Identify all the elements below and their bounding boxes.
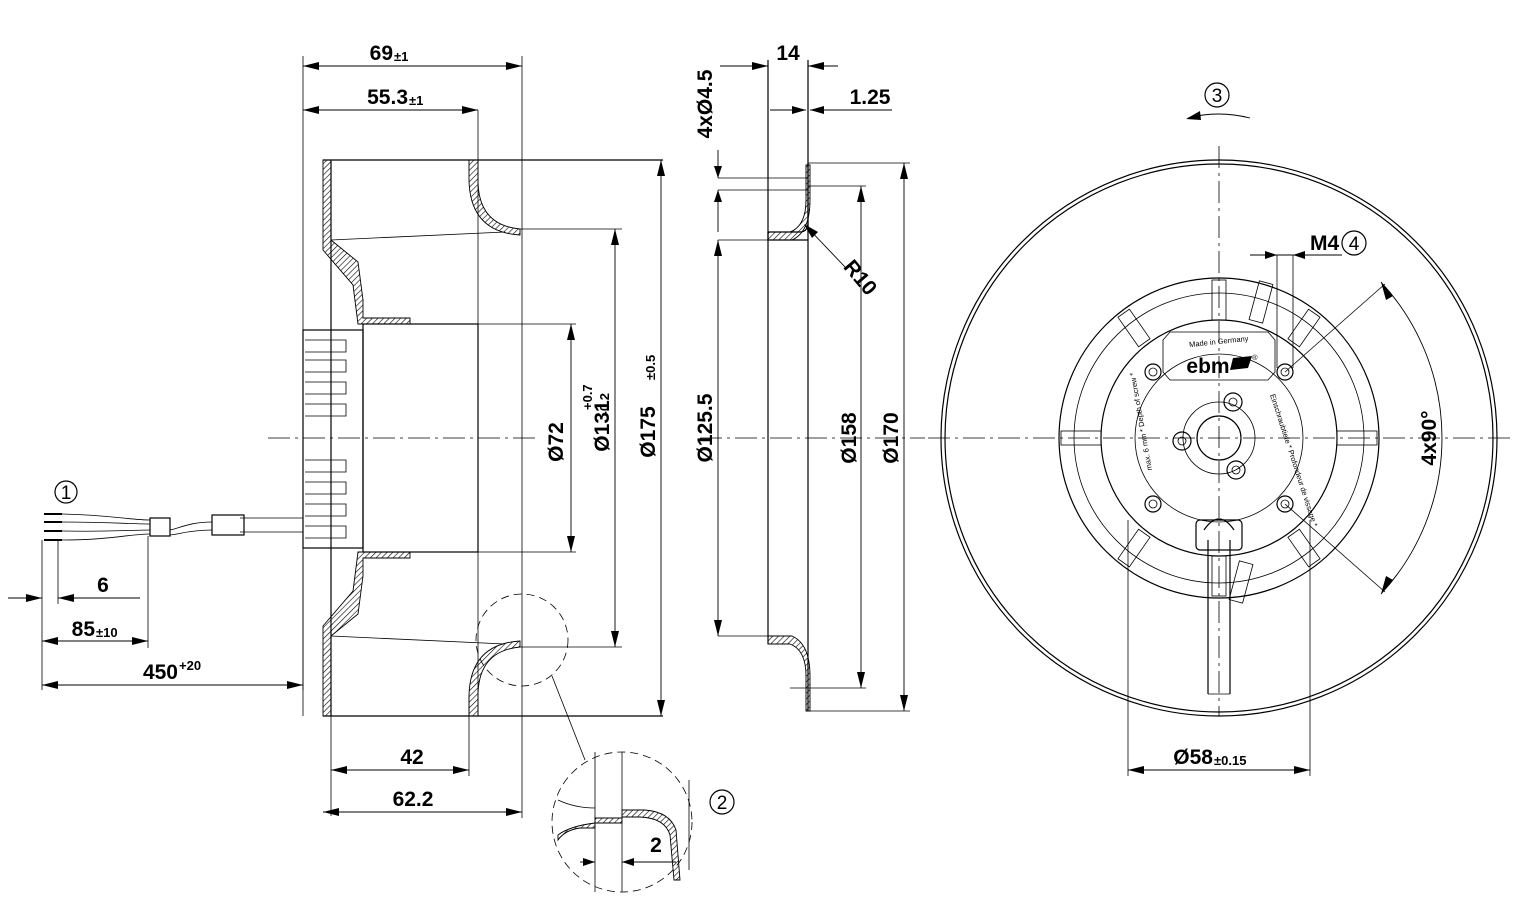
detail-dim-value: 2 (650, 834, 662, 857)
made-in-germany-label: Made in Germany (1189, 334, 1249, 349)
callout-cable (54, 480, 78, 504)
dim-outer-diameter-value: Ø175 (637, 406, 660, 458)
inlet-ring-view: 14 1.25 4xØ4.5 R10 Ø125.5 (694, 42, 925, 712)
dim-170: Ø170 (880, 163, 908, 711)
dim-58-tol: ±0.15 (1214, 753, 1246, 768)
cable (44, 513, 303, 541)
thread-label: M4 (1310, 232, 1339, 255)
outer-ring (940, 159, 1498, 717)
detail-view: 2 2 (551, 751, 735, 893)
dim-impeller-depth: 55.3 ±1 (303, 86, 478, 114)
dim-125: Ø125.5 (694, 240, 722, 636)
angle-arc (1380, 281, 1443, 595)
callout-detail-number: 2 (717, 793, 728, 814)
mounting-tabs (1060, 279, 1378, 604)
callout-rotation-number: 3 (1212, 86, 1223, 107)
dim-radius-value: R10 (839, 256, 881, 300)
dim-impeller-depth-tol: ±1 (409, 93, 423, 108)
dim-inlet-diameter: Ø131 +0.7 -0.2 (520, 228, 622, 648)
dim-158-value: Ø158 (838, 412, 861, 464)
dim-158: Ø158 (838, 186, 865, 688)
dim-170-value: Ø170 (880, 412, 903, 463)
cooling-fins (305, 339, 347, 539)
dim-62: 62.2 (323, 716, 523, 818)
dim-lead-short-value: 85 (72, 618, 96, 641)
inlet-ring-top-profile (767, 164, 811, 241)
inlet-ring-bottom-profile (767, 635, 811, 712)
detail-marker-circle (475, 593, 569, 687)
inlet-circle (1058, 277, 1380, 599)
inlet-nozzle-top (468, 159, 521, 236)
dim-total-depth: 69 ±1 (302, 42, 523, 716)
dim-strip-value: 6 (97, 574, 109, 597)
label-plate (1162, 331, 1276, 381)
dim-outer-diameter: Ø175 ±0.5 (637, 160, 665, 716)
dim-holes-value: 4xØ4.5 (694, 69, 717, 138)
ebm-logo-mark (1230, 356, 1252, 370)
dim-lead-long: 450 +20 (42, 548, 304, 690)
callout-detail (709, 789, 735, 815)
motor-fins-housing (302, 329, 364, 549)
dim-58-value: Ø58 (1173, 746, 1213, 769)
dim-total-depth-tol: ±1 (394, 49, 408, 64)
dim-125-value: Ø125.5 (694, 393, 717, 462)
dim-58: Ø58 ±0.15 (1127, 520, 1311, 776)
dim-42-value: 42 (400, 746, 423, 769)
side-view: 1 69 ±1 55.3 ±1 Ø72 (8, 42, 665, 818)
detail-plate (557, 817, 623, 842)
callout-thread (1341, 230, 1367, 256)
dim-strip-length: 6 (8, 540, 140, 690)
svg-text:®: ® (1252, 353, 1258, 362)
dim-lead-long-tol: +20 (179, 658, 201, 673)
detail-nozzle (621, 809, 681, 881)
dim-62-value: 62.2 (393, 788, 434, 811)
angle-label: 4x90° (1418, 410, 1441, 465)
inlet-nozzle-bottom (468, 640, 521, 717)
callout-thread-number: 4 (1349, 234, 1360, 255)
front-plate-bottom-section (322, 551, 411, 717)
dim-inlet-tol-lower: -0.2 (597, 393, 612, 415)
dim-lead-short-tol: ±10 (96, 625, 118, 640)
dim-ring-width: 14 (720, 42, 838, 70)
dim-outer-diameter-tol: ±0.5 (643, 355, 658, 380)
front-plate-top-section (322, 159, 411, 325)
dim-42: 42 (330, 696, 470, 816)
dim-ring-thickness-value: 1.25 (850, 86, 891, 109)
screw-depth-label-de: Einschraubtiefe * Profondeur de vissage … (1268, 393, 1319, 528)
dim-inlet-diameter-value: Ø131 (591, 400, 614, 452)
ebm-logo-text: ebm (1186, 355, 1229, 378)
dim-lead-short: 85 ±10 (42, 536, 149, 648)
dim-ring-thickness: 1.25 (770, 86, 892, 114)
dim-inlet-tol-upper: +0.7 (580, 384, 595, 410)
dim-total-depth-value: 69 (370, 42, 393, 65)
dim-impeller-depth-value: 55.3 (367, 86, 408, 109)
cable-outlet (1195, 519, 1243, 551)
dim-hub-diameter: Ø72 (478, 323, 576, 553)
screw-depth-label-en: max. 6 mm * Depth of screw * (1128, 372, 1154, 471)
screw-holes (1144, 363, 1294, 513)
dim-radius: R10 (804, 224, 881, 300)
callout-rotation (1204, 82, 1230, 108)
front-view: Made in Germany ebm ® Einschraubtiefe * … (928, 82, 1510, 776)
dim-hub-diameter-value: Ø72 (545, 422, 568, 462)
dim-lead-long-value: 450 (143, 661, 178, 684)
hub-bore (1196, 415, 1242, 461)
callout-cable-number: 1 (61, 483, 72, 504)
dim-holes: 4xØ4.5 (694, 69, 722, 232)
dim-ring-width-value: 14 (776, 42, 800, 65)
